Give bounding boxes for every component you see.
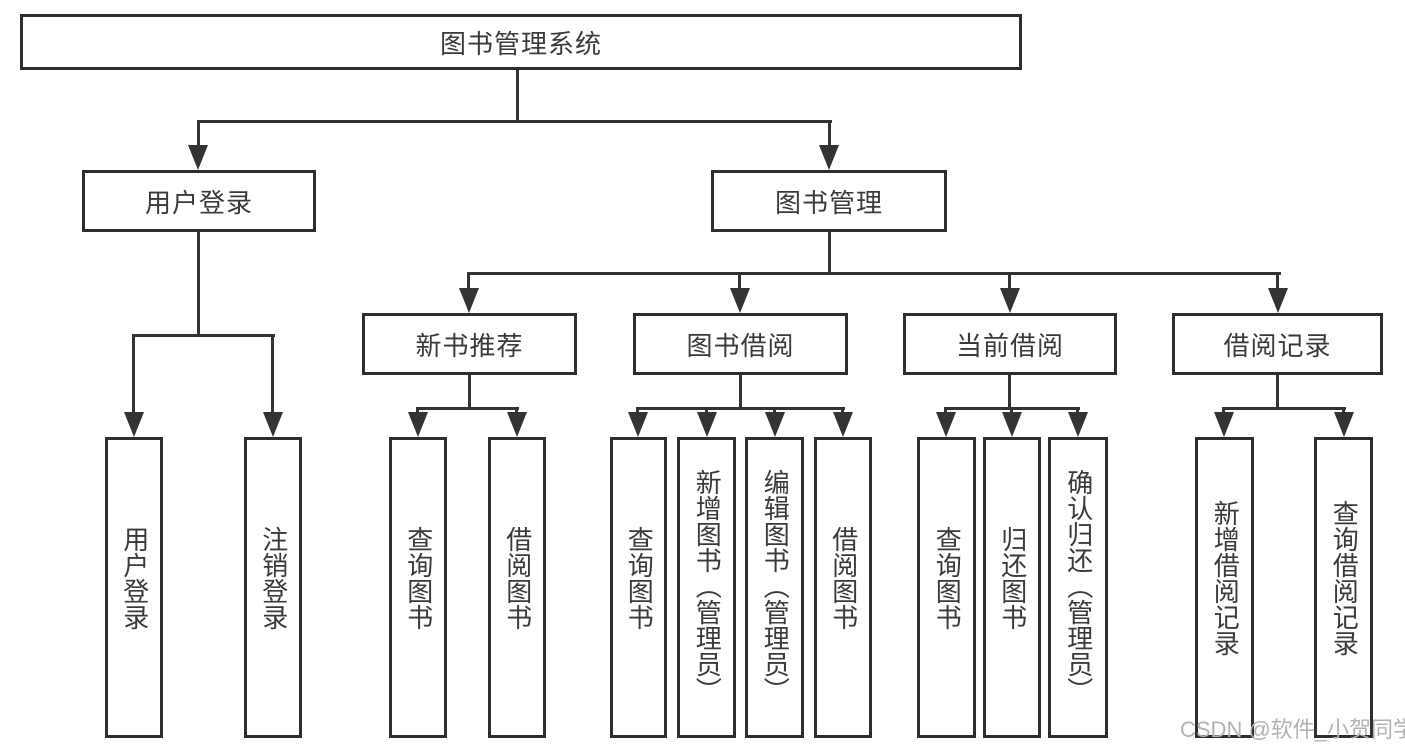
connector-line (828, 232, 831, 272)
connector-arrowhead (459, 288, 479, 313)
connector-arrowhead (1002, 412, 1022, 437)
node-new-book-recommend: 新书推荐 (362, 313, 577, 375)
connector-arrowhead (1000, 288, 1020, 313)
connector-arrowhead (124, 412, 144, 437)
leaf-logout: 注销登录 (244, 437, 302, 738)
connector-arrowhead (628, 412, 648, 437)
connector-arrowhead (697, 412, 717, 437)
connector-line (739, 375, 742, 409)
leaf-borrow-borrow-books: 借阅图书 (814, 437, 872, 738)
connector-arrowhead (936, 412, 956, 437)
node-root-library-management-system: 图书管理系统 (20, 14, 1022, 70)
leaf-current-query-books: 查询图书 (917, 437, 976, 738)
csdn-watermark: CSDN @软件_小贺同学 (1180, 717, 1405, 742)
connector-line (1008, 272, 1011, 290)
connector-line (516, 70, 519, 120)
connector-arrowhead (507, 412, 527, 437)
leaf-user-login: 用户登录 (105, 437, 163, 738)
connector-arrowhead (408, 412, 428, 437)
connector-line (132, 334, 275, 337)
connector-line (271, 334, 274, 414)
connector-line (828, 120, 831, 148)
leaf-current-return-books: 归还图书 (983, 437, 1041, 738)
connector-arrowhead (765, 412, 785, 437)
connector-arrowhead (1214, 412, 1234, 437)
connector-line (467, 272, 470, 290)
leaf-recommend-query-books: 查询图书 (389, 437, 447, 738)
node-current-borrow: 当前借阅 (903, 313, 1117, 375)
leaf-recommend-borrow-books: 借阅图书 (488, 437, 546, 738)
connector-line (1276, 375, 1279, 409)
connector-line (1008, 375, 1011, 409)
leaf-current-confirm-return-admin: 确认归还（管理员） (1048, 437, 1108, 738)
leaf-borrow-query-books: 查询图书 (610, 437, 667, 738)
node-user-login-branch: 用户登录 (82, 170, 316, 232)
connector-arrowhead (819, 145, 839, 170)
connector-line (468, 272, 1281, 275)
leaf-records-add-record: 新增借阅记录 (1195, 437, 1254, 738)
connector-arrowhead (1268, 288, 1288, 313)
connector-line (1223, 407, 1346, 410)
connector-line (738, 272, 741, 290)
node-book-borrow: 图书借阅 (633, 313, 848, 375)
leaf-borrow-add-books-admin: 新增图书（管理员） (677, 437, 736, 738)
connector-arrowhead (188, 145, 208, 170)
connector-arrowhead (263, 412, 283, 437)
leaf-records-query-record: 查询借阅记录 (1314, 437, 1373, 738)
connector-line (197, 232, 200, 336)
connector-line (468, 375, 471, 409)
connector-arrowhead (730, 288, 750, 313)
connector-line (637, 407, 845, 410)
connector-line (132, 334, 135, 414)
connector-arrowhead (833, 412, 853, 437)
connector-line (197, 120, 832, 123)
node-book-management-branch: 图书管理 (711, 170, 947, 232)
connector-line (417, 407, 519, 410)
connector-line (197, 120, 200, 148)
connector-arrowhead (1068, 412, 1088, 437)
connector-line (1276, 272, 1279, 290)
node-borrow-records: 借阅记录 (1172, 313, 1383, 375)
connector-arrowhead (1334, 412, 1354, 437)
leaf-borrow-edit-books-admin: 编辑图书（管理员） (745, 437, 804, 738)
